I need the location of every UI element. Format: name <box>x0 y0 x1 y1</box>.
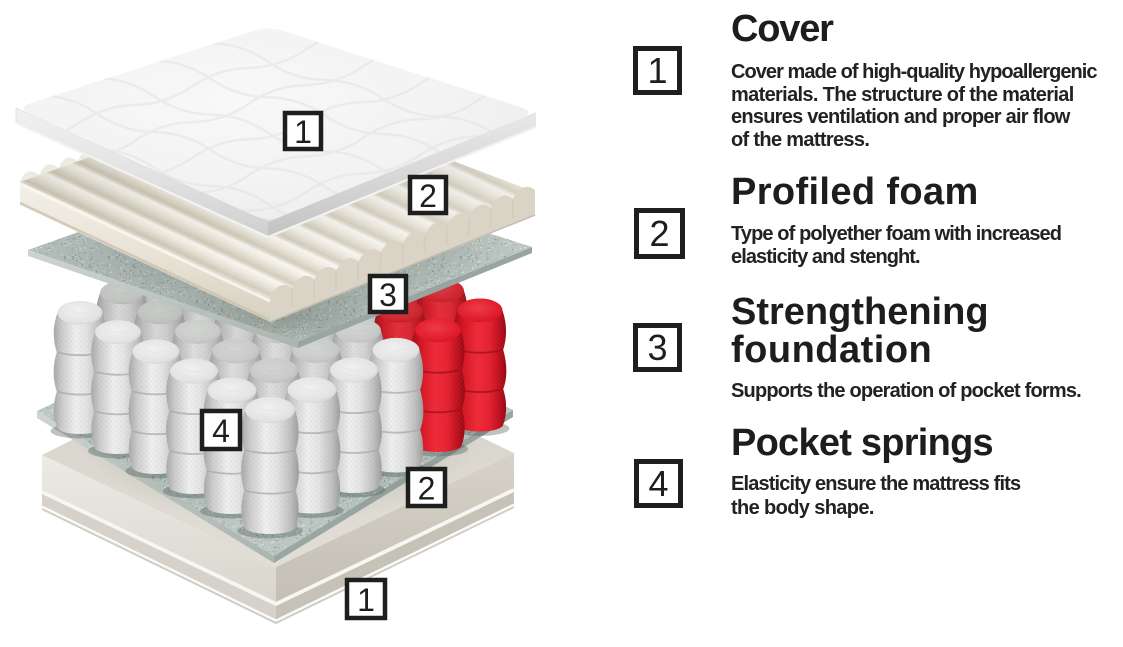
svg-text:1: 1 <box>357 582 375 618</box>
svg-text:2: 2 <box>419 178 437 214</box>
svg-text:3: 3 <box>379 277 397 313</box>
svg-text:1: 1 <box>294 114 312 150</box>
svg-text:4: 4 <box>212 413 230 449</box>
svg-text:2: 2 <box>418 471 436 507</box>
